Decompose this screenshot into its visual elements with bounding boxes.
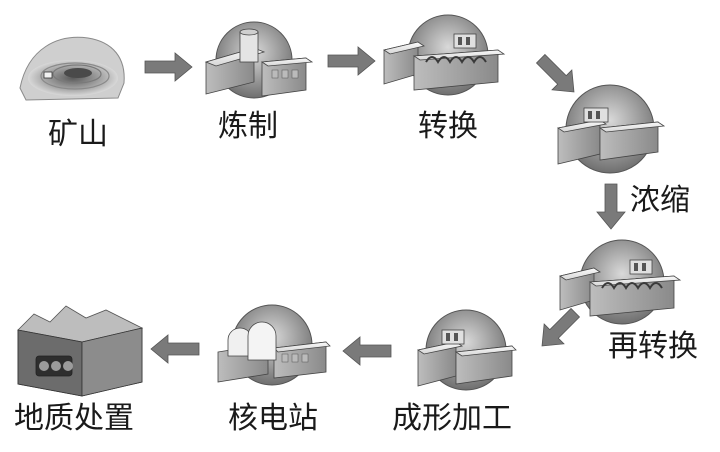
flow-arrow: [596, 183, 626, 230]
step-label-reconversion: 再转换: [608, 329, 698, 364]
nuclear-power-station-icon: [217, 304, 331, 386]
step-label-disposal: 地质处置: [14, 401, 134, 436]
flow-arrow: [144, 52, 193, 82]
step-label-fabrication: 成形加工: [392, 401, 512, 436]
fuel-fabrication-icon: [416, 309, 517, 391]
step-label-conversion: 转换: [418, 109, 478, 144]
conversion-plant-icon: [383, 14, 506, 96]
enrichment-plant-icon: [556, 84, 666, 174]
smelting-plant-icon: [204, 21, 314, 99]
mine-pit-icon: [19, 36, 125, 101]
step-label-smelting: 炼制: [218, 109, 278, 144]
step-label-enrichment: 浓缩: [630, 183, 690, 218]
step-label-nuclear-plant: 核电站: [228, 401, 318, 436]
flow-arrow: [535, 53, 575, 93]
geological-repository-icon: [17, 305, 144, 397]
flow-arrow: [327, 46, 376, 76]
flow-arrow: [342, 336, 392, 366]
reconversion-plant-icon: [559, 239, 682, 325]
flow-arrow: [541, 307, 581, 347]
step-label-mine: 矿山: [48, 117, 108, 152]
flow-arrow: [150, 334, 200, 364]
